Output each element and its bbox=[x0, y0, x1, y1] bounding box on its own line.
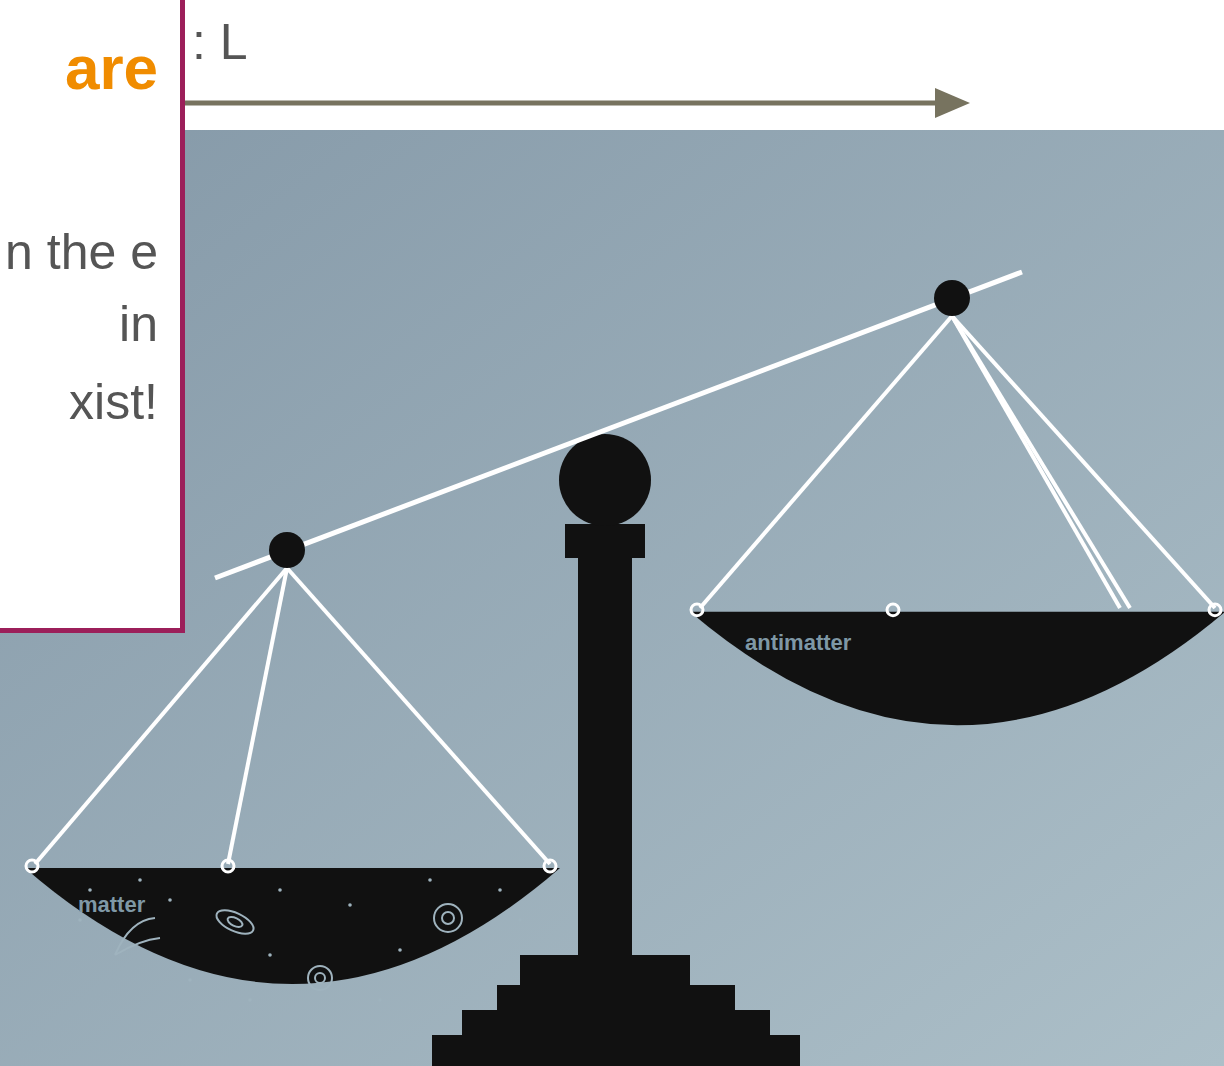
axis-arrowhead bbox=[935, 88, 970, 118]
star-dot bbox=[268, 953, 272, 957]
stand-ball bbox=[559, 434, 651, 526]
hook bbox=[222, 860, 234, 872]
star-dot bbox=[348, 903, 352, 907]
hook bbox=[887, 604, 899, 616]
star-dot bbox=[378, 998, 382, 1002]
star-dot bbox=[188, 978, 192, 982]
pan-bowl bbox=[20, 860, 565, 1040]
box-heading: are bbox=[0, 32, 158, 104]
hook bbox=[26, 860, 38, 872]
star-dot bbox=[248, 998, 252, 1002]
antimatter-pan: antimatter bbox=[685, 604, 1224, 780]
balance-beam bbox=[215, 272, 1022, 578]
right-strings bbox=[700, 316, 1215, 608]
hook bbox=[544, 860, 556, 872]
left-pivot bbox=[269, 532, 305, 568]
box-body-text: n the e in bbox=[0, 216, 158, 360]
hook bbox=[691, 604, 703, 616]
star-dot bbox=[78, 918, 82, 922]
stand-cap bbox=[565, 524, 645, 558]
star-dot bbox=[398, 948, 402, 952]
right-pivot bbox=[934, 280, 970, 316]
balance-stand bbox=[432, 434, 800, 1066]
star-dot bbox=[168, 898, 172, 902]
box-body-text: xist! bbox=[0, 366, 158, 438]
star-dot bbox=[88, 888, 92, 892]
pan-label: matter bbox=[78, 892, 145, 918]
bowl-fill bbox=[690, 612, 1224, 725]
star-dot bbox=[498, 888, 502, 892]
axis-label: : L bbox=[192, 14, 248, 70]
galaxies bbox=[115, 904, 462, 990]
star-dot bbox=[278, 888, 282, 892]
star-dot bbox=[138, 878, 142, 882]
text-box: are n the e inxist! bbox=[0, 0, 185, 633]
star-dot bbox=[518, 918, 522, 922]
pan-label: antimatter bbox=[745, 630, 851, 656]
matter-pan: matter bbox=[20, 860, 565, 1040]
star-dot bbox=[428, 878, 432, 882]
bowl-fill bbox=[25, 868, 560, 984]
axis-arrow-line bbox=[180, 101, 945, 106]
hook bbox=[1209, 604, 1221, 616]
